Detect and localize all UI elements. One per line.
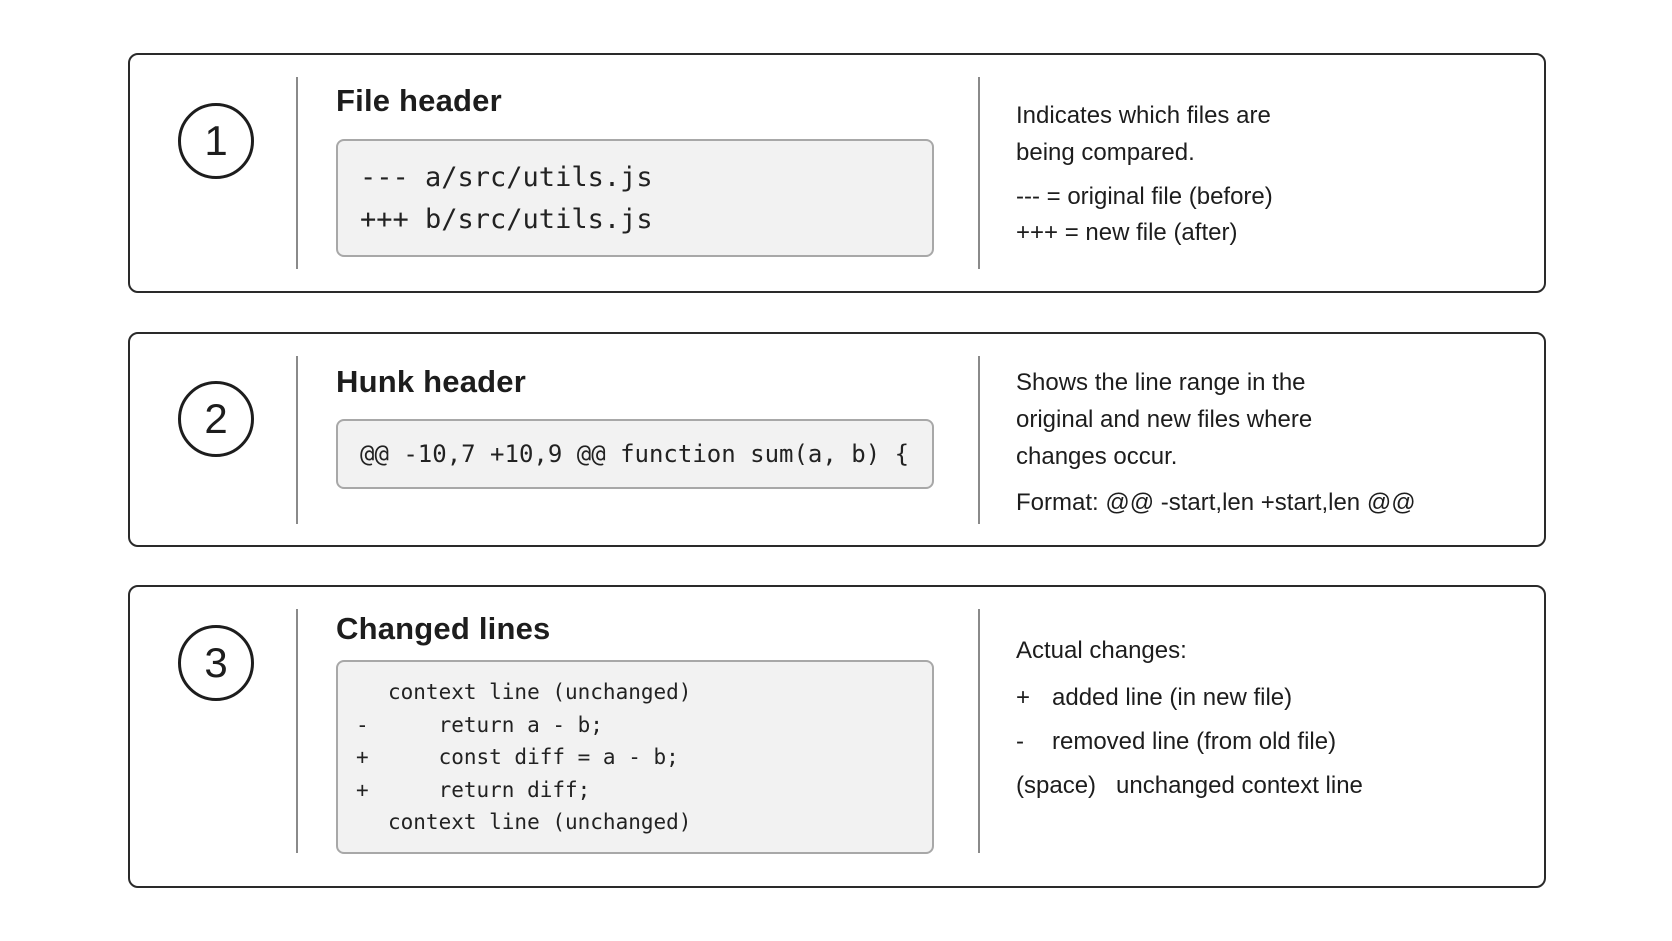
description-intro: Actual changes: — [1016, 637, 1187, 664]
code-line: + const diff = a - b; — [356, 741, 932, 774]
diff-prefix: + — [356, 777, 369, 802]
legend-meaning: unchanged context line — [1116, 772, 1363, 799]
code-block: --- a/src/utils.js +++ b/src/utils.js — [336, 139, 934, 257]
legend-row-context: (space) unchanged context line — [1016, 764, 1363, 808]
divider-left — [296, 609, 298, 853]
divider-right — [978, 77, 980, 269]
description-line: original and new files where — [1016, 406, 1313, 433]
code-line: @@ -10,7 +10,9 @@ function sum(a, b) { — [360, 440, 910, 468]
divider-right — [978, 609, 980, 853]
legend-row-added: + added line (in new file) — [1016, 676, 1363, 720]
section-title: File header — [336, 83, 502, 118]
legend-symbol: + — [1016, 684, 1031, 711]
description: Shows the line range in the original and… — [1016, 364, 1416, 521]
code-line: +++ b/src/utils.js — [360, 204, 653, 235]
code-line: context line (unchanged) — [356, 806, 932, 839]
description: Indicates which files are being compared… — [1016, 97, 1273, 251]
code-line: --- a/src/utils.js — [360, 162, 653, 193]
legend-symbol: (space) — [1016, 772, 1097, 799]
diff-prefix: + — [356, 745, 369, 769]
description-line: being compared. — [1016, 139, 1195, 166]
divider-right — [978, 356, 980, 524]
section-title: Changed lines — [336, 611, 551, 646]
description: Actual changes: + added line (in new fil… — [1016, 632, 1363, 808]
diff-prefix — [356, 806, 388, 839]
code-line: context line (unchanged) — [356, 676, 932, 709]
section-changed-lines: 3 Changed lines context line (unchanged)… — [128, 585, 1546, 888]
step-number-badge: 1 — [178, 103, 254, 179]
code-block: context line (unchanged) - return a - b;… — [336, 660, 934, 854]
legend-meaning: removed line (from old file) — [1052, 728, 1337, 755]
diff-prefix — [356, 676, 388, 709]
description-line: changes occur. — [1016, 443, 1178, 470]
step-number-badge: 2 — [178, 381, 254, 457]
diff-prefix: - — [356, 712, 369, 737]
legend-symbol: - — [1016, 728, 1024, 755]
divider-left — [296, 77, 298, 269]
section-title: Hunk header — [336, 364, 526, 399]
legend-meaning: added line (in new file) — [1052, 684, 1293, 711]
description-line: Shows the line range in the — [1016, 369, 1306, 396]
section-file-header: 1 File header --- a/src/utils.js +++ b/s… — [128, 53, 1546, 293]
section-hunk-header: 2 Hunk header @@ -10,7 +10,9 @@ function… — [128, 332, 1546, 547]
legend-row-removed: - removed line (from old file) — [1016, 720, 1363, 764]
divider-left — [296, 356, 298, 524]
code-block: @@ -10,7 +10,9 @@ function sum(a, b) { — [336, 419, 934, 489]
description-line: Indicates which files are — [1016, 102, 1271, 129]
description-line: +++ = new file (after) — [1016, 219, 1238, 246]
code-line: - return a - b; — [356, 709, 932, 742]
code-line: + return diff; — [356, 774, 932, 807]
description-line: Format: @@ -start,len +start,len @@ — [1016, 489, 1416, 516]
description-line: --- = original file (before) — [1016, 183, 1273, 210]
step-number-badge: 3 — [178, 625, 254, 701]
